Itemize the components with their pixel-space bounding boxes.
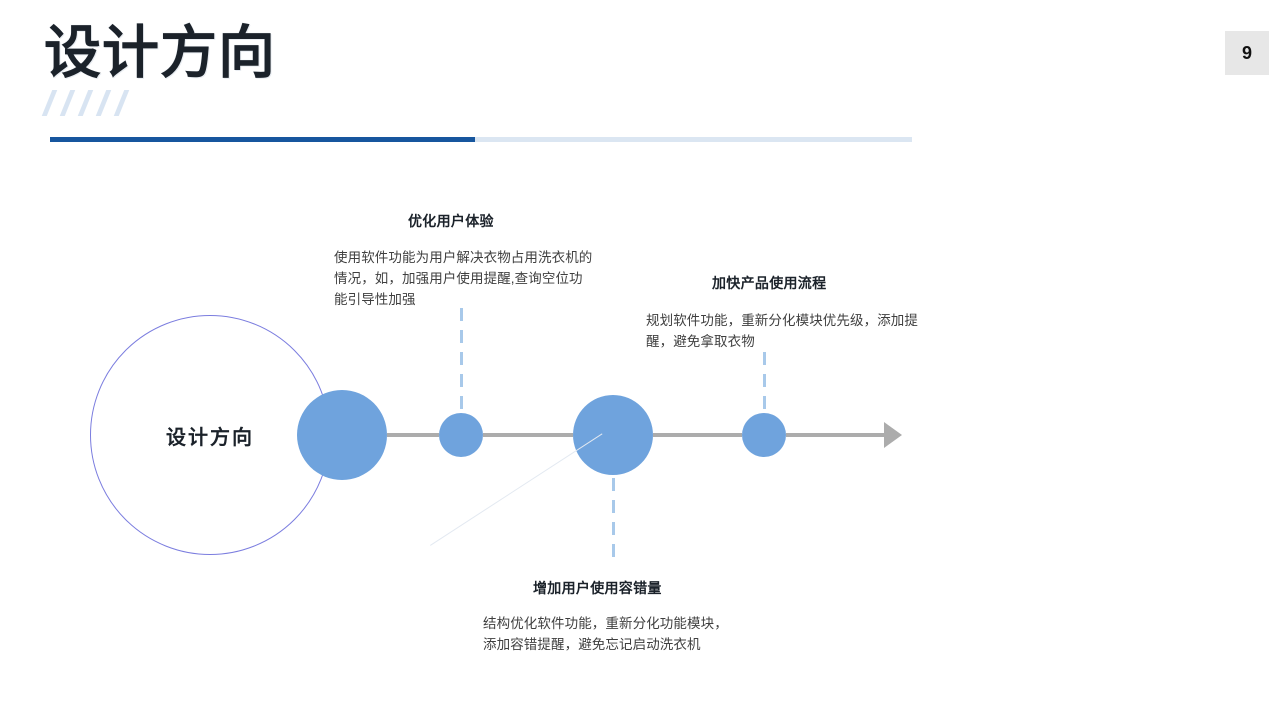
axis-segment-3 — [653, 433, 742, 437]
callout-body-optimize-user-experience: 使用软件功能为用户解决衣物占用洗衣机的情况，如，加强用户使用提醒,查询空位功能引… — [334, 250, 593, 307]
callout-body-speed-up-product-flow: 规划软件功能，重新分化模块优先级，添加提醒，避免拿取衣物 — [646, 313, 918, 349]
page-number-badge: 9 — [1225, 31, 1269, 75]
node-1 — [439, 413, 483, 457]
callout-body-increase-fault-tolerance: 结构优化软件功能，重新分化功能模块，添加容错提醒，避免忘记启动洗衣机 — [483, 616, 728, 652]
callout-heading-increase-fault-tolerance: 增加用户使用容错量 — [533, 580, 662, 596]
page-title: 设计方向 — [44, 21, 276, 85]
callout-heading-speed-up-product-flow: 加快产品使用流程 — [712, 275, 827, 291]
hub-node — [297, 390, 387, 480]
hub-label: 设计方向 — [166, 426, 254, 449]
title-rule-secondary — [475, 137, 912, 142]
node-3 — [742, 413, 786, 457]
title-rule-primary — [50, 137, 475, 142]
connector-node-2 — [612, 478, 615, 566]
connector-node-1 — [460, 308, 463, 412]
axis-arrow-icon — [884, 422, 902, 448]
callout-heading-optimize-user-experience: 优化用户体验 — [408, 213, 494, 229]
node-2 — [573, 395, 653, 475]
axis-segment-1 — [387, 433, 439, 437]
axis-segment-4 — [786, 433, 888, 437]
axis-segment-2 — [483, 433, 573, 437]
connector-node-3 — [763, 352, 766, 412]
